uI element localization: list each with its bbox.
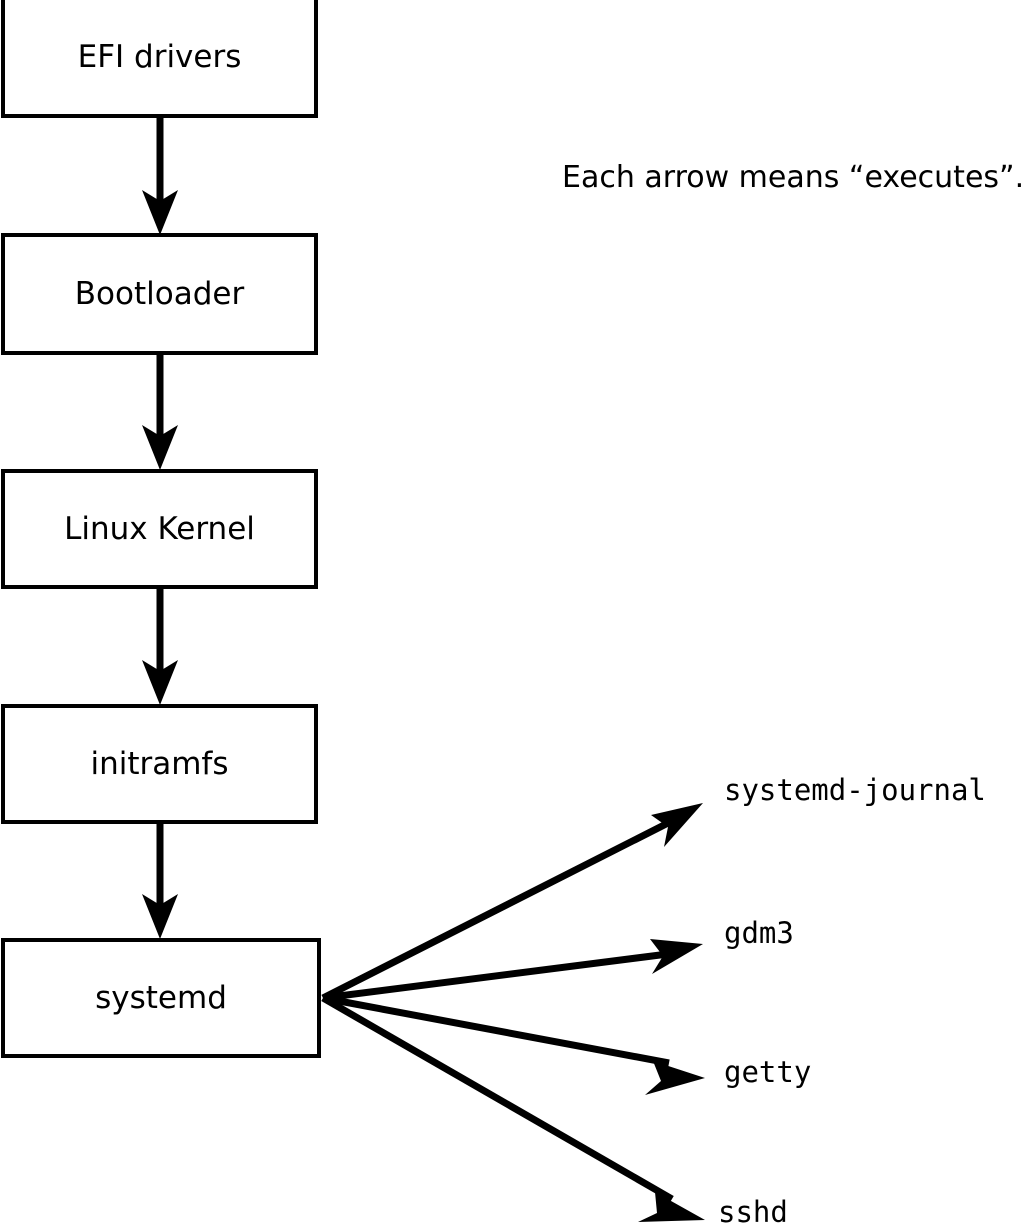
node-label: systemd xyxy=(95,979,227,1016)
arrow-systemd-to-systemd-journal xyxy=(321,803,703,1002)
node-label: Linux Kernel xyxy=(64,510,255,547)
arrow-systemd-to-sshd xyxy=(321,994,705,1222)
node-efi-drivers: EFI drivers xyxy=(1,0,318,118)
service-label-getty: getty xyxy=(724,1055,812,1089)
arrow-systemd-to-gdm3 xyxy=(322,939,703,1002)
node-initramfs: initramfs xyxy=(1,704,318,824)
arrow-systemd-to-getty xyxy=(322,994,705,1095)
service-label-sshd: sshd xyxy=(718,1195,788,1229)
arrow-initramfs-to-systemd xyxy=(142,824,178,939)
node-label: EFI drivers xyxy=(77,38,242,75)
arrow-efi-drivers-to-bootloader xyxy=(142,118,178,235)
node-label: initramfs xyxy=(90,745,229,782)
service-label-gdm3: gdm3 xyxy=(724,916,794,950)
node-systemd: systemd xyxy=(1,938,321,1058)
node-bootloader: Bootloader xyxy=(1,233,318,355)
diagram-caption: Each arrow means “executes”. xyxy=(562,160,1023,195)
arrow-linux-kernel-to-initramfs xyxy=(142,589,178,705)
node-label: Bootloader xyxy=(74,275,245,312)
service-label-systemd-journal: systemd-journal xyxy=(724,773,986,807)
arrow-bootloader-to-linux-kernel xyxy=(142,355,178,470)
node-linux-kernel: Linux Kernel xyxy=(1,469,318,589)
